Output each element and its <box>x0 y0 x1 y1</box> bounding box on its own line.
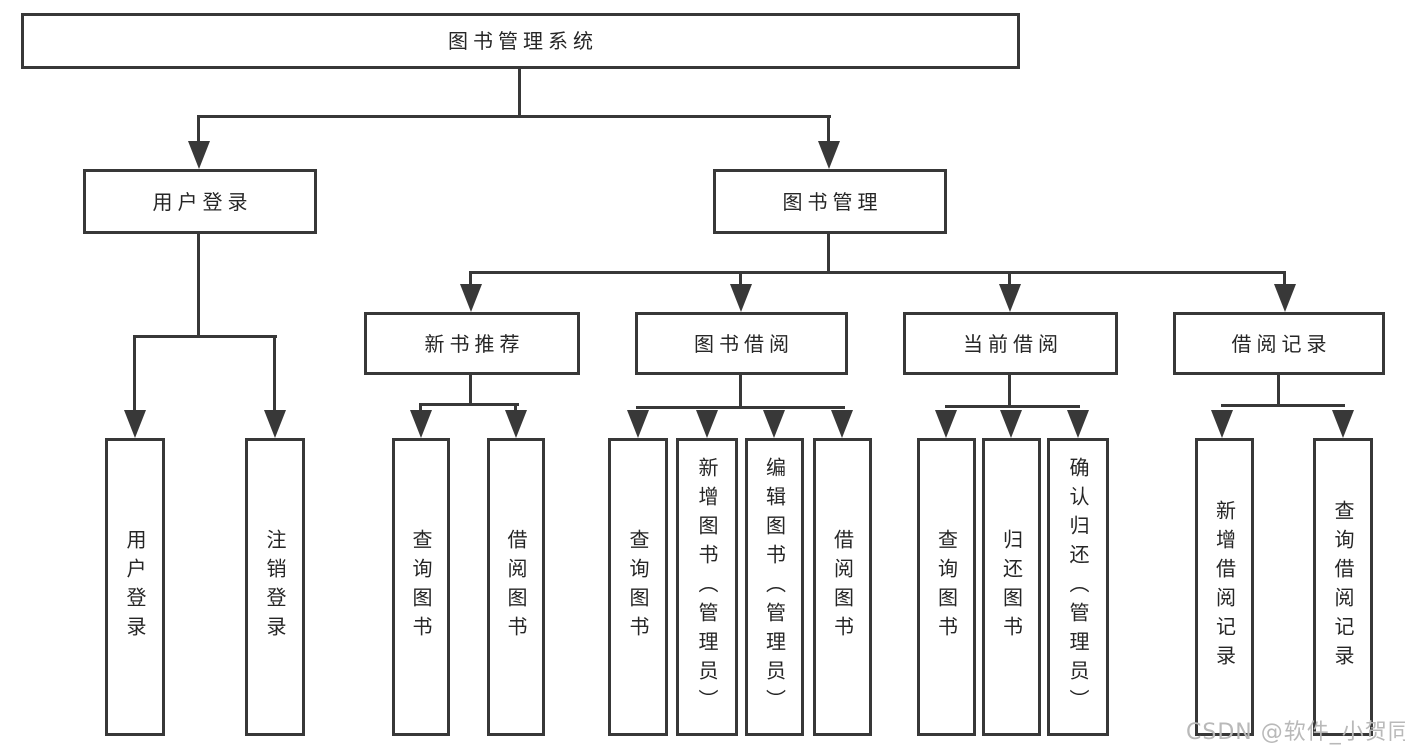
connector-arrowhead <box>818 141 840 169</box>
connector-line <box>133 335 277 338</box>
connector-line <box>1221 404 1345 407</box>
leaf-borrow-books-borrowing: 借阅图书 <box>813 438 872 736</box>
connector-line <box>197 234 200 338</box>
node-root-system: 图书管理系统 <box>21 13 1020 69</box>
connector-line <box>1283 271 1286 287</box>
leaf-user-login: 用户登录 <box>105 438 165 736</box>
node-book-management: 图书管理 <box>713 169 947 234</box>
leaf-borrow-books-recommend: 借阅图书 <box>487 438 545 736</box>
leaf-return-book: 归还图书 <box>982 438 1041 736</box>
connector-line <box>827 233 830 274</box>
connector-arrowhead <box>124 410 146 438</box>
node-new-book-recommendation: 新书推荐 <box>364 312 580 375</box>
connector-line <box>514 403 517 415</box>
connector-arrowhead <box>1000 410 1022 438</box>
connector-line <box>739 375 742 409</box>
node-user-login: 用户登录 <box>83 169 317 234</box>
connector-arrowhead <box>730 284 752 312</box>
connector-line <box>197 115 200 145</box>
node-book-borrowing: 图书借阅 <box>635 312 848 375</box>
connector-line <box>739 271 742 287</box>
connector-arrowhead <box>1067 410 1089 438</box>
leaf-edit-book-admin: 编辑图书（管理员） <box>745 438 804 736</box>
connector-arrowhead <box>1332 410 1354 438</box>
connector-arrowhead <box>935 410 957 438</box>
connector-line <box>469 271 1286 274</box>
leaf-confirm-return-admin: 确认归还（管理员） <box>1047 438 1109 736</box>
connector-arrowhead <box>831 410 853 438</box>
connector-arrowhead <box>999 284 1021 312</box>
leaf-query-books-recommend: 查询图书 <box>392 438 450 736</box>
connector-arrowhead <box>410 410 432 438</box>
leaf-query-books-borrowing: 查询图书 <box>608 438 668 736</box>
connector-arrowhead <box>763 410 785 438</box>
connector-line <box>636 406 845 409</box>
leaf-logout: 注销登录 <box>245 438 305 736</box>
connector-arrowhead <box>188 141 210 169</box>
connector-line <box>133 335 136 413</box>
connector-line <box>1277 375 1280 407</box>
connector-line <box>1008 271 1011 287</box>
connector-line <box>469 375 472 406</box>
node-current-borrowing: 当前借阅 <box>903 312 1118 375</box>
connector-arrowhead <box>1211 410 1233 438</box>
node-borrowing-records: 借阅记录 <box>1173 312 1385 375</box>
connector-arrowhead <box>460 284 482 312</box>
connector-line <box>945 405 1080 408</box>
connector-line <box>827 115 830 145</box>
leaf-add-book-admin: 新增图书（管理员） <box>676 438 738 736</box>
connector-arrowhead <box>1274 284 1296 312</box>
connector-line <box>518 69 521 117</box>
connector-arrowhead <box>264 410 286 438</box>
connector-line <box>197 115 831 118</box>
connector-arrowhead <box>505 410 527 438</box>
leaf-query-borrow-record: 查询借阅记录 <box>1313 438 1373 736</box>
connector-arrowhead <box>696 410 718 438</box>
connector-line <box>419 403 519 406</box>
connector-line <box>469 271 472 287</box>
watermark: CSDN @软件_小贺同学 <box>1186 720 1405 745</box>
leaf-query-books-current: 查询图书 <box>917 438 976 736</box>
connector-line <box>273 335 276 413</box>
connector-arrowhead <box>627 410 649 438</box>
connector-line <box>419 403 422 415</box>
connector-line <box>1008 375 1011 408</box>
leaf-add-borrow-record: 新增借阅记录 <box>1195 438 1254 736</box>
